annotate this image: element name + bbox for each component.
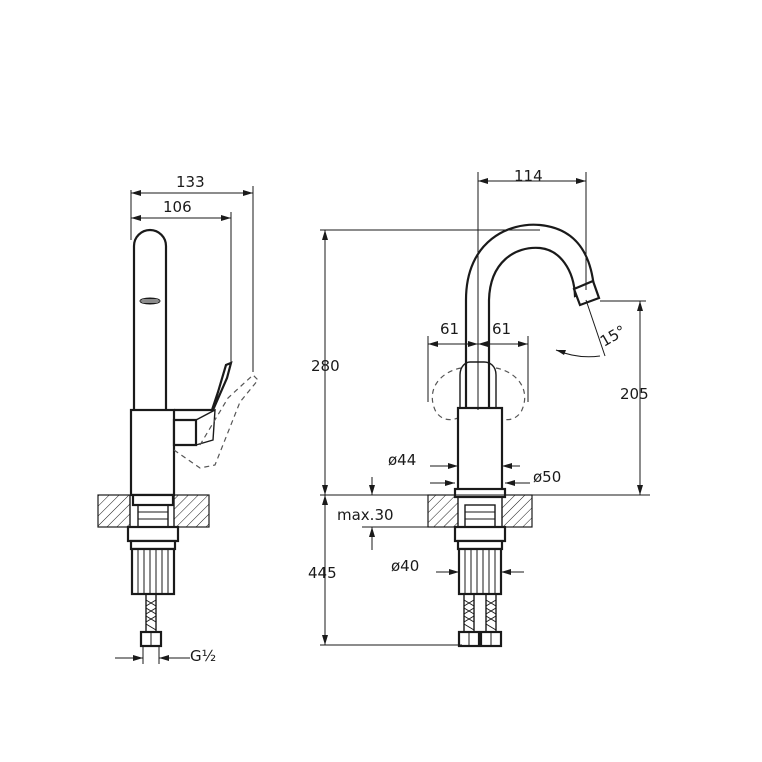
dim-front-445: 445 (308, 495, 462, 646)
dim-front-61: 61 61 (427, 320, 529, 402)
dim-swivel-right: 61 (492, 320, 511, 338)
front-base-ring (453, 487, 507, 499)
side-lever-swing (173, 374, 259, 469)
dim-side-106: 106 (131, 198, 232, 362)
dim-width-overall: 133 (176, 173, 205, 191)
dim-hole-diameter: ø40 (391, 557, 419, 575)
side-ribbed-shank (130, 547, 176, 596)
front-hoses (457, 593, 503, 648)
dim-front-114: 114 (478, 167, 587, 290)
dim-base-diameter: ø50 (533, 468, 561, 486)
front-view: 114 280 205 15° (308, 167, 650, 648)
dim-body-diameter: ø44 (388, 451, 416, 469)
dim-front-280: 280 (311, 229, 650, 496)
dim-side-133: 133 (130, 173, 254, 372)
front-lever (459, 361, 497, 408)
dim-side-thread: G½ (115, 646, 216, 665)
side-hose (145, 593, 157, 633)
dim-front-max30: max.30 (337, 477, 428, 550)
dim-front-d50: ø50 (430, 468, 561, 486)
dim-front-205: 205 (600, 300, 649, 495)
side-aerator (139, 297, 161, 305)
dim-front-d44: ø44 (388, 451, 520, 469)
dim-hose-length: 445 (308, 564, 337, 582)
dim-spout-height: 205 (620, 385, 649, 403)
front-spout (464, 223, 596, 410)
front-fixing-nut (453, 525, 507, 543)
dim-front-angle: 15° (555, 299, 629, 358)
front-ribbed-shank (457, 547, 503, 596)
front-body (456, 406, 504, 497)
dim-swivel-left: 61 (440, 320, 459, 338)
side-base-ring (131, 493, 175, 507)
side-lever (174, 361, 233, 412)
dim-thread: G½ (190, 647, 216, 665)
side-view: 133 106 G½ (97, 173, 259, 665)
dim-max-thickness: max.30 (337, 506, 394, 524)
front-aerator (572, 279, 601, 307)
dim-total-height: 280 (311, 357, 340, 375)
dim-spout-reach: 114 (514, 167, 543, 185)
dim-width-spout: 106 (163, 198, 192, 216)
side-body (129, 408, 176, 497)
side-cartridge (172, 418, 198, 447)
side-spout (132, 228, 168, 410)
dim-front-d40: ø40 (391, 557, 524, 575)
side-fixing-nut (126, 525, 180, 543)
